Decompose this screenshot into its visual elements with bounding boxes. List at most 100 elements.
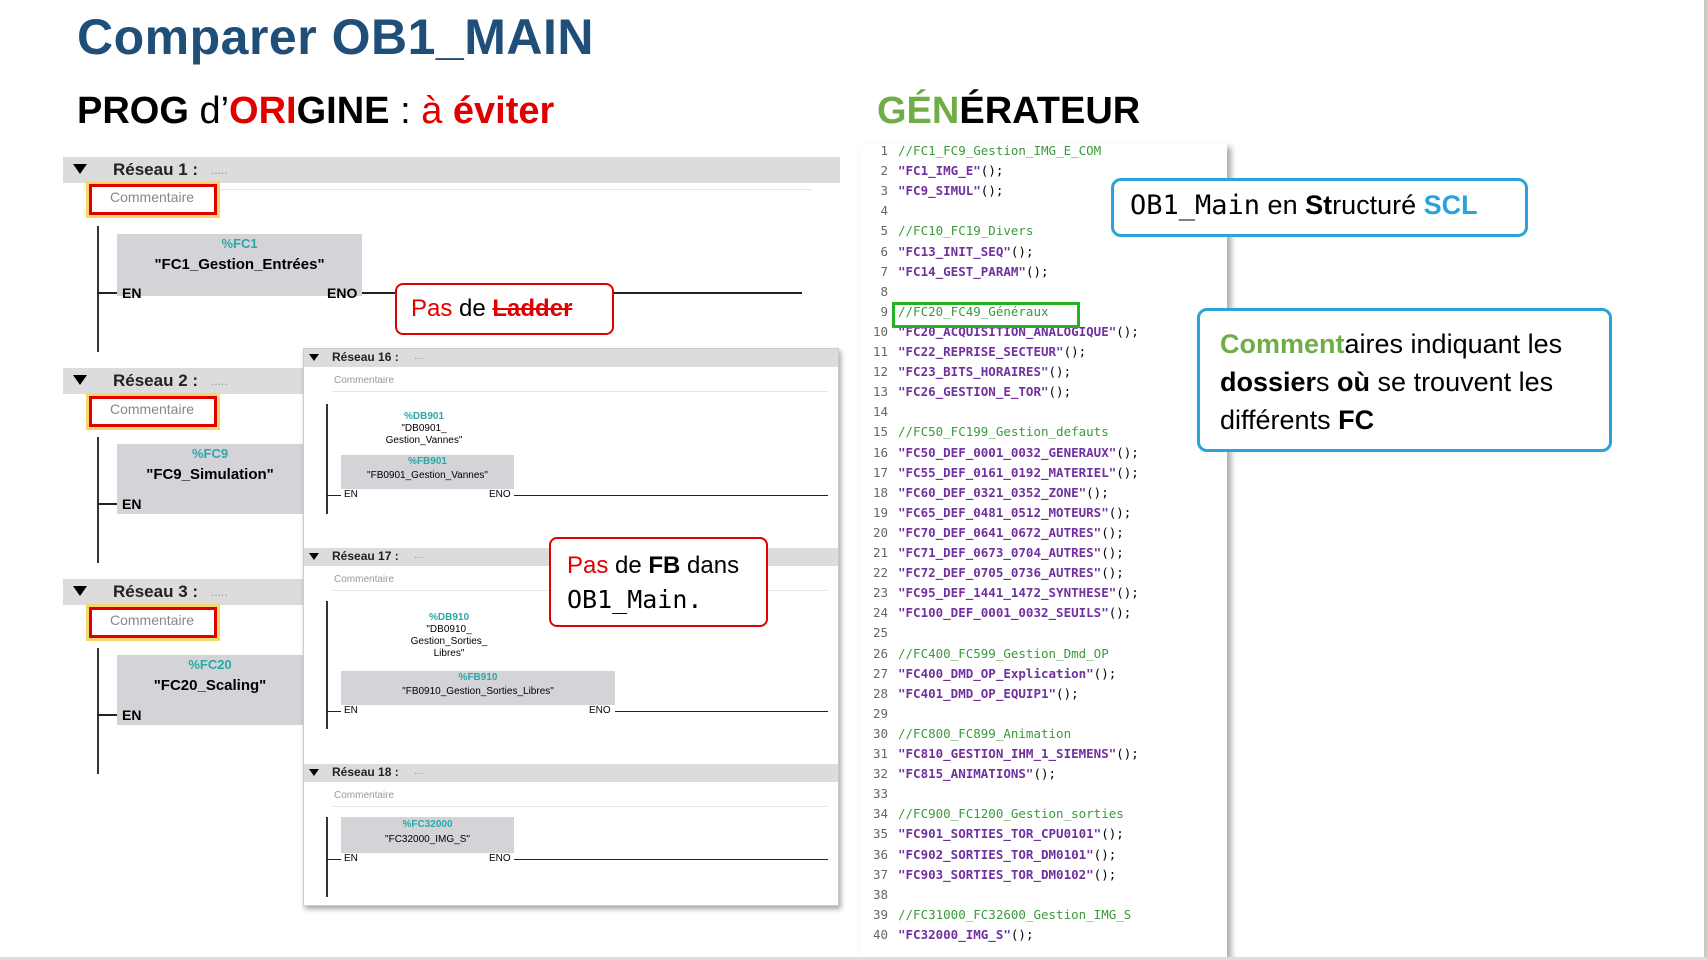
- power-rail: [326, 601, 328, 729]
- code-line[interactable]: 29: [860, 706, 888, 726]
- call-suffix: ();: [1108, 504, 1132, 520]
- code-line[interactable]: 18"FC60_DEF_0321_0352_ZONE"();: [860, 485, 1109, 505]
- code-line[interactable]: 26//FC400_FC599_Gestion_Dmd_OP: [860, 645, 1109, 666]
- code-line[interactable]: 24"FC100_DEF_0001_0032_SEUILS"();: [860, 605, 1131, 625]
- callout-st: St: [1305, 190, 1333, 220]
- code-text: "FC14_GEST_PARAM": [898, 263, 1026, 279]
- code-line[interactable]: 2"FC1_IMG_E"();: [860, 163, 1003, 183]
- code-text: "FC70_DEF_0641_0672_AUTRES": [898, 524, 1102, 540]
- db901-name-1: "DB0901_: [401, 423, 447, 434]
- code-line[interactable]: 34//FC900_FC1200_Gestion_sorties: [860, 806, 1124, 826]
- call-suffix: ();: [1048, 364, 1072, 380]
- callout-trouvent: se trouvent les: [1370, 367, 1554, 397]
- fc1-block[interactable]: %FC1 "FC1_Gestion_Entrées": [117, 234, 362, 296]
- network-2-header[interactable]: Réseau 2 : .....: [63, 368, 303, 394]
- line-number: 20: [872, 524, 888, 540]
- call-suffix: ();: [1010, 243, 1034, 259]
- collapse-triangle-icon[interactable]: [309, 354, 319, 361]
- en-pin: EN: [122, 285, 142, 301]
- code-line[interactable]: 7"FC14_GEST_PARAM"();: [860, 264, 1048, 284]
- network-1-comment[interactable]: Commentaire: [86, 181, 220, 218]
- code-line[interactable]: 36"FC902_SORTIES_TOR_DM0101"();: [860, 847, 1116, 867]
- code-line[interactable]: 31"FC810_GESTION_IHM_1_SIEMENS"();: [860, 746, 1139, 766]
- callout-dans: dans: [680, 552, 740, 579]
- eno-pin: ENO: [327, 285, 358, 301]
- code-line[interactable]: 20"FC70_DEF_0641_0672_AUTRES"();: [860, 524, 1124, 545]
- call-suffix: ();: [1116, 323, 1139, 339]
- network-18-comment[interactable]: Commentaire: [334, 790, 395, 801]
- call-suffix: ();: [1101, 545, 1124, 560]
- code-line[interactable]: 13"FC26_GESTION_E_TOR"();: [860, 384, 1071, 404]
- code-line[interactable]: 25: [860, 625, 888, 645]
- wire: [326, 495, 341, 496]
- code-line[interactable]: 16"FC50_DEF_0001_0032_GENERAUX"();: [860, 445, 1139, 465]
- network-17-comment[interactable]: Commentaire: [334, 574, 395, 585]
- eno-pin: ENO: [589, 705, 611, 716]
- network-3-comment[interactable]: Commentaire: [86, 604, 220, 641]
- db910-name-1: "DB0910_: [426, 624, 472, 635]
- eno-pin: ENO: [489, 853, 511, 864]
- network-18-label: Réseau 18 :: [332, 765, 399, 779]
- code-line[interactable]: 38: [860, 887, 888, 907]
- code-line[interactable]: 35"FC901_SORTIES_TOR_CPU0101"();: [860, 826, 1124, 846]
- call-suffix: ();: [1116, 444, 1139, 460]
- left-heading-a: à: [421, 90, 443, 132]
- fb901-name: "FB0901_Gestion_Vannes": [367, 470, 488, 481]
- collapse-triangle-icon[interactable]: [309, 553, 319, 560]
- code-line[interactable]: 3"FC9_SIMUL"();: [860, 183, 1003, 203]
- code-line[interactable]: 14: [860, 404, 888, 424]
- code-line[interactable]: 22"FC72_DEF_0705_0736_AUTRES"();: [860, 565, 1124, 585]
- network-18-header[interactable]: Réseau 18 : ....: [304, 764, 838, 782]
- fb901-block[interactable]: %FB901 "FB0901_Gestion_Vannes": [341, 455, 514, 489]
- code-line[interactable]: 6"FC13_INIT_SEQ"();: [860, 244, 1033, 264]
- code-line[interactable]: 10"FC20_ACQUISITION_ANALOGIQUE"();: [860, 324, 1139, 344]
- fc32000-number: %FC32000: [402, 819, 453, 830]
- code-line[interactable]: 33: [860, 786, 888, 806]
- code-line[interactable]: 4: [860, 203, 888, 223]
- fb910-block[interactable]: %FB910 "FB0910_Gestion_Sorties_Libres": [341, 671, 615, 705]
- code-text: "FC9_SIMUL": [898, 183, 981, 199]
- fc9-block[interactable]: %FC9 "FC9_Simulation": [117, 444, 303, 514]
- page-edge: [1704, 0, 1707, 960]
- line-number: 28: [872, 685, 888, 701]
- network-1-header[interactable]: Réseau 1 : .....: [63, 157, 840, 183]
- code-text: "FC401_DMD_OP_EQUIP1": [898, 685, 1057, 701]
- collapse-triangle-icon[interactable]: [309, 769, 319, 776]
- network-16-header[interactable]: Réseau 16 : ....: [304, 349, 838, 367]
- network-3-header[interactable]: Réseau 3 : .....: [63, 579, 303, 605]
- line-number: 34: [872, 806, 888, 822]
- code-text: //FC1_FC9_Gestion_IMG_E_COM: [898, 143, 1102, 158]
- network-2-comment[interactable]: Commentaire: [86, 393, 220, 430]
- code-line[interactable]: 15//FC50_FC199_Gestion_defauts: [860, 424, 1109, 444]
- code-line[interactable]: 28"FC401_DMD_OP_EQUIP1"();: [860, 685, 1079, 706]
- code-line[interactable]: 1//FC1_FC9_Gestion_IMG_E_COM: [860, 143, 1101, 163]
- code-line[interactable]: 11"FC22_REPRISE_SECTEUR"();: [860, 344, 1086, 364]
- code-line[interactable]: 12"FC23_BITS_HORAIRES"();: [860, 364, 1071, 384]
- code-line[interactable]: 23"FC95_DEF_1441_1472_SYNTHESE"();: [860, 585, 1139, 605]
- code-line[interactable]: 19"FC65_DEF_0481_0512_MOTEURS"();: [860, 505, 1131, 525]
- callout-aires: aires indiquant les: [1344, 329, 1563, 359]
- network-16-comment[interactable]: Commentaire: [334, 375, 395, 386]
- code-line[interactable]: 27"FC400_DMD_OP_Explication"();: [860, 666, 1116, 686]
- network-3-dots: .....: [211, 585, 228, 599]
- collapse-triangle-icon[interactable]: [73, 586, 87, 596]
- code-line[interactable]: 8: [860, 284, 888, 304]
- line-number: 8: [880, 283, 888, 299]
- code-text: "FC71_DEF_0673_0704_AUTRES": [898, 545, 1102, 560]
- code-line[interactable]: 30//FC800_FC899_Animation: [860, 726, 1071, 746]
- network-16-label: Réseau 16 :: [332, 350, 399, 364]
- code-line[interactable]: 37"FC903_SORTIES_TOR_DM0102"();: [860, 867, 1116, 887]
- code-line[interactable]: 32"FC815_ANIMATIONS"();: [860, 766, 1056, 786]
- collapse-triangle-icon[interactable]: [73, 375, 87, 385]
- code-line[interactable]: 5//FC10_FC19_Divers: [860, 223, 1033, 243]
- fc32000-block[interactable]: %FC32000 "FC32000_IMG_S": [341, 817, 514, 853]
- code-line[interactable]: 17"FC55_DEF_0161_0192_MATERIEL"();: [860, 465, 1139, 485]
- code-line[interactable]: 39//FC31000_FC32600_Gestion_IMG_S: [860, 907, 1131, 927]
- fc20-block[interactable]: %FC20 "FC20_Scaling": [117, 655, 303, 725]
- code-comment: //FC31000_FC32600_Gestion_IMG_S: [898, 907, 1131, 922]
- line-number: 26: [872, 645, 888, 661]
- code-line[interactable]: 9//FC20_FC49_Généraux: [860, 304, 1048, 324]
- collapse-triangle-icon[interactable]: [73, 164, 87, 174]
- code-line[interactable]: 21"FC71_DEF_0673_0704_AUTRES"();: [860, 545, 1124, 565]
- code-line[interactable]: 40"FC32000_IMG_S"();: [860, 927, 1034, 947]
